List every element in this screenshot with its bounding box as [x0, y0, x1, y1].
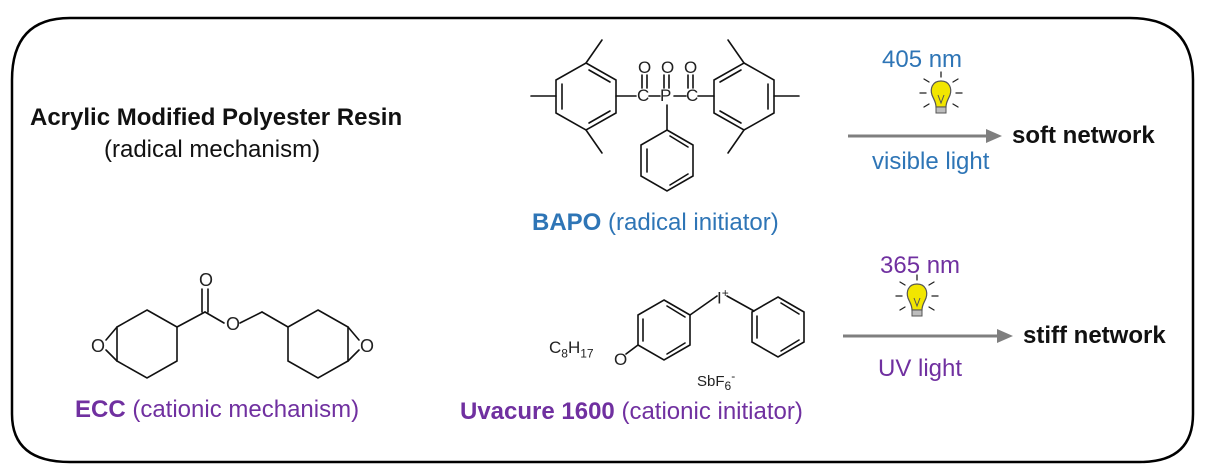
atom-iodine: I+ [717, 286, 729, 308]
cyclohexane-right [287, 309, 349, 379]
uvacure-name: Uvacure 1600 [460, 398, 615, 425]
ecc-desc: (cationic mechanism) [132, 396, 360, 423]
atom-oxygen: O [360, 336, 375, 356]
ecc-structure [105, 288, 360, 379]
counterion: SbF6- [697, 369, 736, 393]
aryl-ring-left [637, 299, 691, 361]
stiff-network-label: stiff network [1023, 322, 1166, 349]
mesityl-ring-left [555, 62, 617, 131]
atom-oxygen: O [638, 58, 652, 77]
rounded-frame [10, 16, 1195, 464]
aryl-ring-right [751, 296, 805, 358]
wavelength-365: 365 nm [880, 252, 961, 279]
lightbulb-icon [895, 274, 939, 317]
atom-oxygen: O [614, 350, 628, 369]
octyl-group: C8H17 [549, 338, 594, 361]
atom-oxygen: O [226, 314, 241, 334]
uvacure-label: Uvacure 1600 (cationic initiator) [460, 398, 803, 426]
mesityl-ring-right [713, 62, 775, 131]
atom-oxygen: O [91, 336, 106, 356]
bapo-desc: (radical initiator) [608, 209, 779, 236]
arrow-right-icon [843, 329, 1013, 343]
uvacure-desc: (cationic initiator) [621, 398, 803, 425]
atom-oxygen: O [661, 58, 675, 77]
atom-oxygen: O [684, 58, 698, 77]
soft-network-label: soft network [1012, 122, 1155, 149]
bapo-label: BAPO (radical initiator) [532, 209, 779, 237]
acrylic-resin-title: Acrylic Modified Polyester Resin [30, 104, 403, 131]
bapo-structure [530, 39, 800, 192]
phenyl-ring [640, 129, 694, 192]
ecc-name: ECC [75, 396, 126, 423]
atom-oxygen: O [199, 270, 214, 290]
acrylic-resin-subtitle: (radical mechanism) [104, 136, 321, 163]
wavelength-405: 405 nm [882, 46, 963, 73]
atom-phosphorus: P [660, 86, 672, 105]
atom-carbon: C [637, 86, 650, 105]
uvacure-structure [625, 295, 805, 361]
visible-light-label: visible light [872, 148, 990, 175]
ecc-label: ECC (cationic mechanism) [75, 396, 359, 424]
arrow-right-icon [848, 129, 1002, 143]
atom-carbon: C [686, 86, 699, 105]
bapo-name: BAPO [532, 209, 602, 236]
cyclohexane-left [116, 309, 178, 379]
lightbulb-icon [919, 71, 963, 114]
uv-light-label: UV light [878, 355, 963, 382]
